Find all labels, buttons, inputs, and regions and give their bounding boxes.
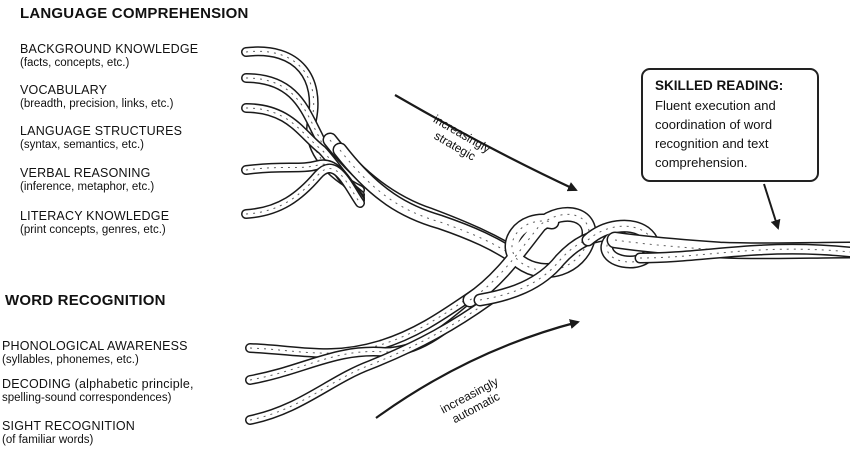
strand-language-structures: LANGUAGE STRUCTURES (syntax, semantics, … — [20, 124, 182, 152]
strand-desc: (breadth, precision, links, etc.) — [20, 98, 174, 110]
strand-desc: (facts, concepts, etc.) — [20, 57, 130, 69]
upper-trunk-2-core — [334, 144, 518, 261]
strand-desc: (inference, metaphor, etc.) — [20, 181, 155, 193]
strand-name: VOCABULARY — [20, 83, 108, 97]
strand-desc: spelling-sound correspondences) — [2, 392, 172, 404]
strand-desc: (syllables, phonemes, etc.) — [2, 354, 139, 366]
lower-rope-1-twist — [249, 289, 481, 354]
strand-sight-recognition: SIGHT RECOGNITION (of familiar words) — [2, 419, 135, 447]
strand-name: LITERACY KNOWLEDGE — [20, 209, 170, 223]
upper-rope-4-twist — [245, 163, 361, 201]
upper-rope-5-twist — [245, 168, 361, 215]
strand-name: BACKGROUND KNOWLEDGE — [20, 42, 199, 56]
strand-name: PHONOLOGICAL AWARENESS — [2, 339, 188, 353]
braid-main-2-twist — [639, 248, 850, 259]
strand-desc: (of familiar words) — [2, 434, 94, 446]
word-recognition-title: WORD RECOGNITION — [5, 292, 166, 309]
strand-vocabulary: VOCABULARY (breadth, precision, links, e… — [20, 83, 173, 111]
callout-arrow — [763, 183, 781, 230]
lower-rope-3-twist — [249, 299, 491, 421]
language-comprehension-title: LANGUAGE COMPREHENSION — [20, 5, 249, 22]
strand-name: LANGUAGE STRUCTURES — [20, 124, 183, 138]
strand-name: SIGHT RECOGNITION — [2, 419, 136, 433]
strand-background-knowledge: BACKGROUND KNOWLEDGE (facts, concepts, e… — [20, 42, 198, 70]
strand-literacy-knowledge: LITERACY KNOWLEDGE (print concepts, genr… — [20, 209, 169, 237]
strand-name: DECODING (alphabetic principle, — [2, 377, 194, 391]
lower-rope-1-core — [246, 286, 484, 357]
strand-decoding: DECODING (alphabetic principle, spelling… — [2, 377, 194, 405]
rope-strands — [241, 46, 520, 425]
lower-rope-1-outline — [245, 285, 485, 359]
callout-body: Fluent execution and coordination of wor… — [655, 98, 776, 170]
strand-desc: (syntax, semantics, etc.) — [20, 139, 144, 151]
strategic-arrow — [394, 94, 578, 192]
strand-desc: (print concepts, genres, etc.) — [20, 224, 166, 236]
braided-rope — [462, 206, 850, 308]
upper-rope-3-twist — [245, 107, 361, 199]
strand-phonological-awareness: PHONOLOGICAL AWARENESS (syllables, phone… — [2, 339, 188, 367]
automatic-arrow — [375, 319, 580, 419]
callout-title: SKILLED READING: — [655, 78, 784, 93]
strand-name: VERBAL REASONING — [20, 166, 151, 180]
strand-verbal-reasoning: VERBAL REASONING (inference, metaphor, e… — [20, 166, 154, 194]
braid-loop-1-twist — [469, 213, 590, 301]
skilled-reading-callout: SKILLED READING: Fluent execution and co… — [641, 68, 819, 182]
